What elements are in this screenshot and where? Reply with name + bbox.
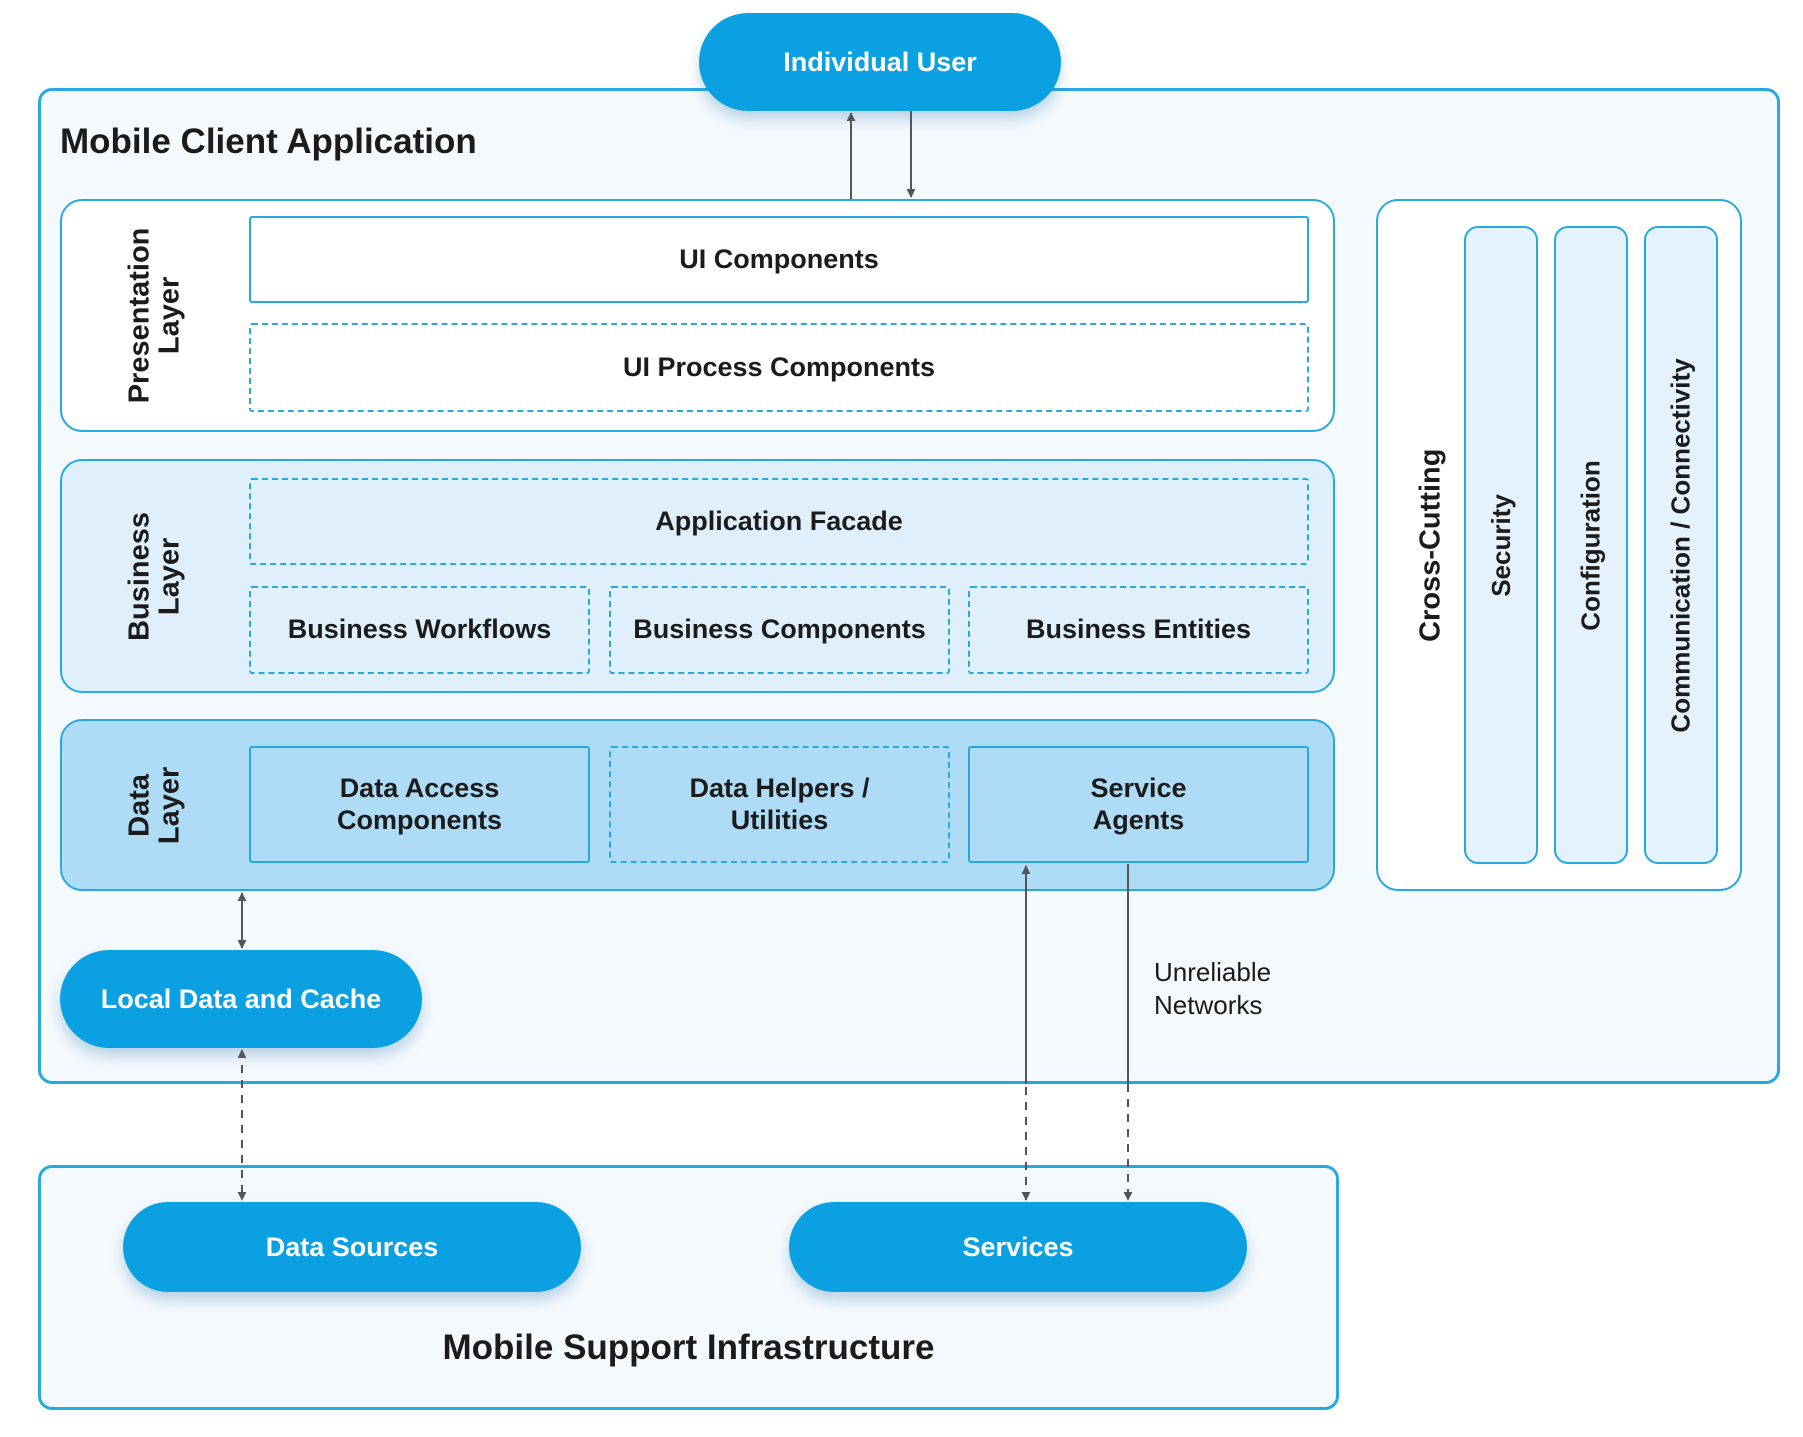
local-data-and-cache-pill: Local Data and Cache: [60, 950, 422, 1048]
business-entities-box: Business Entities: [968, 586, 1309, 674]
security-column: Security: [1464, 226, 1538, 864]
unreliable-networks-note: Unreliable Networks: [1154, 957, 1272, 1020]
ui-process-components-box: UI Process Components: [249, 323, 1309, 412]
data-helpers-utilities-box: Data Helpers / Utilities: [609, 746, 950, 863]
cross-cutting-label: Cross-Cutting: [1414, 448, 1447, 642]
data-sources-pill: Data Sources: [123, 1202, 581, 1292]
business-components-box: Business Components: [609, 586, 950, 674]
services-pill: Services: [789, 1202, 1247, 1292]
individual-user-pill: Individual User: [699, 13, 1061, 111]
data-access-components-box: Data Access Components: [249, 746, 590, 863]
presentation-layer-label: Presentation Layer: [123, 227, 186, 404]
communication-connectivity-column: Communication / Connectivity: [1644, 226, 1718, 864]
configuration-column: Configuration: [1554, 226, 1628, 864]
ui-components-box: UI Components: [249, 216, 1309, 303]
business-workflows-box: Business Workflows: [249, 586, 590, 674]
mobile-support-infrastructure-title: Mobile Support Infrastructure: [442, 1328, 935, 1367]
data-layer-label: Data Layer: [123, 766, 186, 844]
mobile-client-application-title: Mobile Client Application: [60, 122, 477, 161]
application-facade-box: Application Facade: [249, 478, 1309, 565]
service-agents-box: Service Agents: [968, 746, 1309, 863]
business-layer-label: Business Layer: [123, 511, 186, 641]
